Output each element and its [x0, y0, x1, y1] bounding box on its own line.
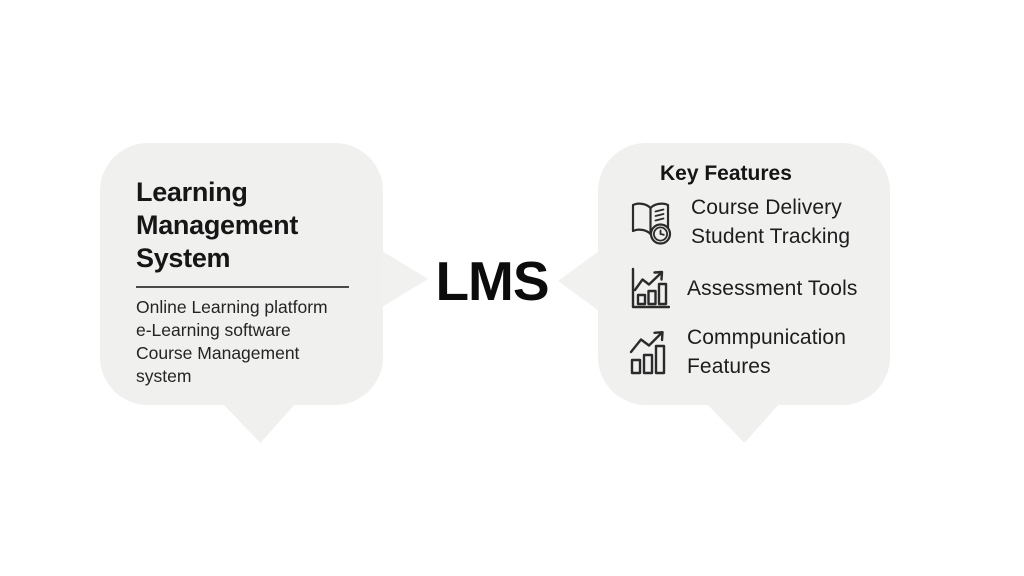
feature-line: Assessment Tools: [687, 276, 858, 300]
lms-acronym: LMS: [435, 250, 549, 312]
feature-communication: Commpunication Features: [628, 323, 870, 381]
lms-title: Learning Management System: [136, 176, 355, 275]
synonym-item: Online Learning platform: [136, 297, 328, 317]
lms-title-line-2: Management: [136, 210, 299, 240]
synonym-item: Course Management system: [136, 343, 300, 386]
lms-definition-bubble: Learning Management System Online Learni…: [100, 143, 428, 443]
feature-text: Course Delivery Student Tracking: [691, 193, 850, 251]
feature-text: Assessment Tools: [687, 274, 857, 303]
feature-line: Course Delivery: [691, 196, 842, 219]
left-bubble-tail: [222, 403, 296, 443]
synonym-item: e-Learning software: [136, 320, 291, 340]
right-bubble-tail: [706, 403, 780, 443]
lms-title-line-3: System: [136, 243, 231, 273]
feature-assessment-tools: Assessment Tools: [628, 266, 870, 310]
lms-title-line-1: Learning: [136, 177, 248, 207]
feature-line: Commpunication: [687, 326, 846, 349]
divider-line: [136, 286, 349, 288]
feature-line: Student Tracking: [691, 225, 851, 248]
chart-growth-icon: [628, 266, 670, 310]
feature-text: Commpunication Features: [687, 323, 846, 381]
feature-course-delivery: Course Delivery Student Tracking: [628, 193, 870, 251]
book-clock-icon: [628, 198, 674, 246]
key-features-heading: Key Features: [660, 162, 792, 185]
key-features-bubble: Key Features Cou: [558, 143, 890, 443]
lms-synonyms: Online Learning platform e-Learning soft…: [136, 296, 355, 388]
feature-line: Features: [687, 355, 771, 378]
bars-trend-icon: [628, 329, 670, 376]
